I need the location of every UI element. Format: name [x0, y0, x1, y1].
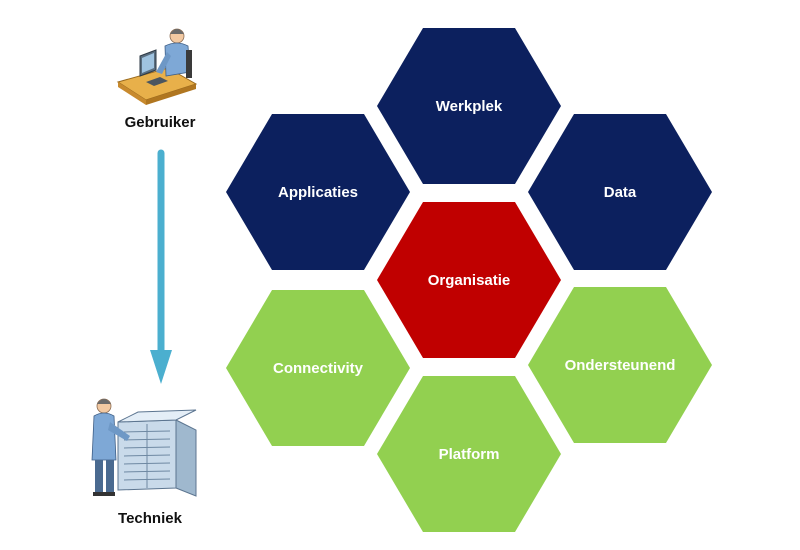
hex-werkplek-label: Werkplek — [436, 98, 503, 115]
hex-platform-label: Platform — [439, 446, 500, 463]
hex-ondersteunend: Ondersteunend — [528, 287, 712, 443]
user-at-workstation-icon — [116, 28, 198, 105]
hex-ondersteunend-label: Ondersteunend — [565, 357, 676, 374]
hex-connectivity: Connectivity — [226, 290, 410, 446]
hex-platform: Platform — [377, 376, 561, 532]
hex-connectivity-label: Connectivity — [273, 360, 364, 377]
hex-applicaties-label: Applicaties — [278, 184, 358, 201]
technician-server-rack-icon — [91, 398, 197, 497]
hex-applicaties: Applicaties — [226, 114, 410, 270]
hex-data: Data — [528, 114, 712, 270]
hex-organisatie-label: Organisatie — [428, 272, 511, 289]
hex-organisatie: Organisatie — [377, 202, 561, 358]
tech-label: Techniek — [118, 510, 182, 527]
user-label: Gebruiker — [124, 114, 196, 131]
hex-data-label: Data — [604, 184, 637, 201]
flow-arrow — [150, 149, 172, 384]
hex-werkplek: Werkplek — [377, 28, 561, 184]
